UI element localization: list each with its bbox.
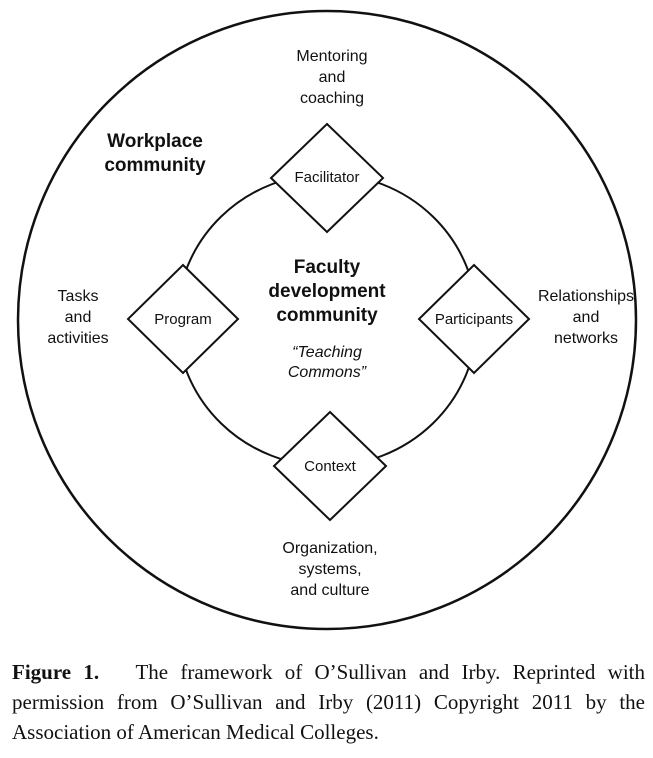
- mentoring-coaching-label: Mentoring and coaching: [296, 48, 368, 107]
- program-label: Program: [154, 311, 212, 328]
- context-diamond: [272, 410, 388, 522]
- workplace-community-label: Workplace community: [104, 131, 206, 176]
- program-diamond: [126, 263, 240, 375]
- framework-diagram: [16, 9, 638, 631]
- tasks-activities-label: Tasks and activities: [47, 288, 109, 347]
- facilitator-label: Facilitator: [294, 169, 360, 186]
- participants-diamond: [417, 263, 531, 375]
- figure-caption-text: The framework of O’Sullivan and Irby. Re…: [12, 660, 645, 744]
- teaching-commons-label: “Teaching Commons”: [287, 344, 367, 381]
- faculty-development-label: Faculty development community: [268, 257, 386, 326]
- figure-label: Figure 1.: [12, 660, 100, 684]
- participants-label: Participants: [434, 311, 514, 328]
- relationships-networks-label: Relationships and networks: [537, 288, 635, 347]
- facilitator-diamond: [269, 122, 385, 234]
- context-label: Context: [304, 458, 356, 475]
- workplace-circle: [16, 9, 638, 631]
- organization-systems-culture-label: Organization, systems, and culture: [282, 540, 378, 599]
- figure-caption: Figure 1. The framework of O’Sullivan an…: [12, 657, 645, 747]
